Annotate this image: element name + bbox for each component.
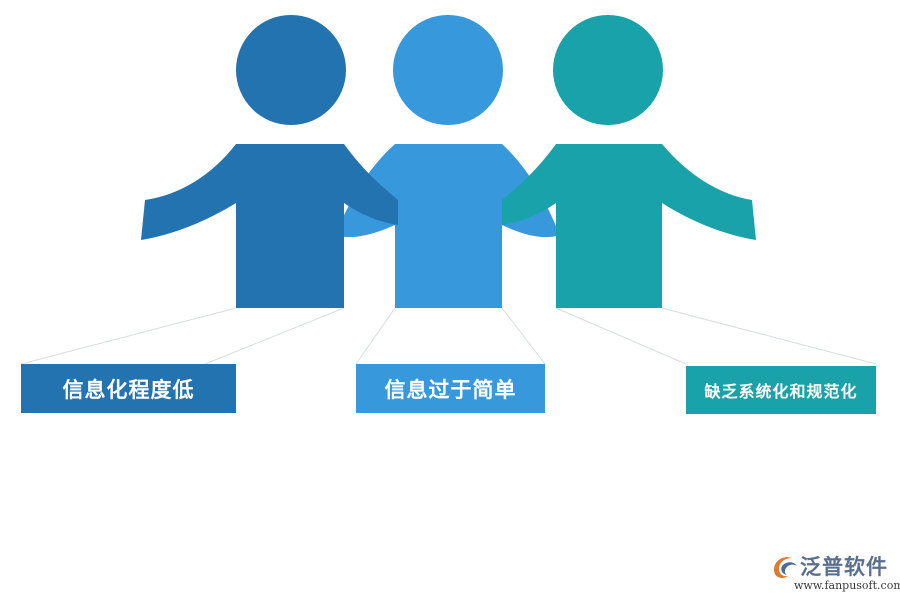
connector-line (20, 307, 237, 365)
person-figure-1 (141, 15, 398, 308)
connector-line (355, 307, 396, 365)
logo-name: 泛普软件 (800, 555, 888, 579)
swirl-logo-icon (774, 557, 797, 578)
label-box-3: 缺乏系统化和规范化 (686, 366, 876, 414)
label-box-2: 信息过于简单 (356, 364, 545, 413)
person-body (335, 144, 560, 308)
person-head (553, 15, 663, 125)
label-text-3: 缺乏系统化和规范化 (704, 382, 858, 401)
brand-logo: 泛普软件 www.fanpusoft.com (770, 550, 900, 596)
connector-lines (20, 307, 877, 365)
label-box-1: 信息化程度低 (21, 364, 236, 413)
logo-url: www.fanpusoft.com (794, 579, 900, 592)
connector-line (555, 307, 687, 365)
person-head (236, 15, 346, 125)
person-figure-3 (502, 15, 756, 308)
connector-line (204, 307, 345, 365)
connector-line (501, 307, 546, 365)
person-body (141, 144, 398, 308)
connector-line (661, 307, 877, 365)
person-head (393, 15, 503, 125)
label-text-1: 信息化程度低 (62, 377, 195, 402)
label-text-2: 信息过于简单 (384, 377, 517, 402)
person-body (502, 144, 756, 308)
person-figure-2 (335, 15, 560, 308)
